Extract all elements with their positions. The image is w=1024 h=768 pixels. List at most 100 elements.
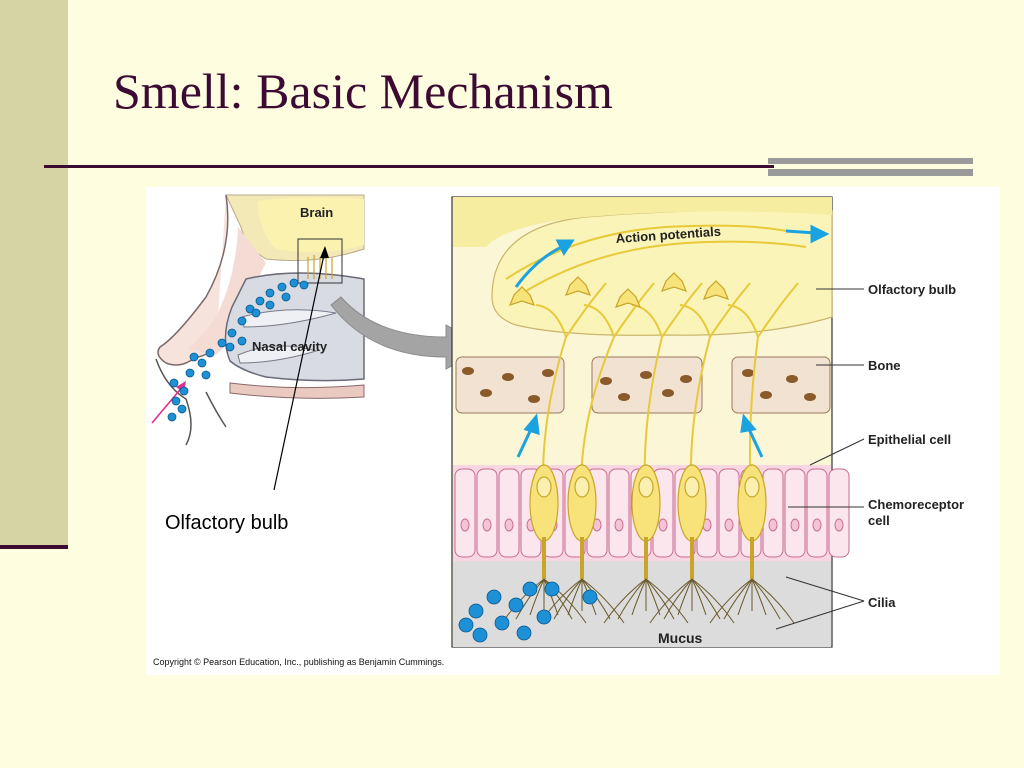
bone-pore bbox=[600, 377, 612, 385]
cilium bbox=[543, 578, 573, 620]
callout-cilia: Cilia bbox=[868, 595, 896, 610]
bone-pore bbox=[618, 393, 630, 401]
odorant-molecules-nose bbox=[167, 278, 309, 422]
epithelial-nucleus bbox=[614, 518, 624, 532]
chemoreceptor-nucleus bbox=[684, 476, 700, 498]
bone-pore bbox=[502, 373, 514, 381]
cilium bbox=[677, 578, 693, 616]
callout-lines bbox=[775, 288, 865, 630]
face-tissue bbox=[188, 227, 266, 355]
copyright-notice: Copyright © Pearson Education, Inc., pub… bbox=[153, 657, 445, 667]
lower-lip bbox=[205, 391, 227, 428]
bone-pore bbox=[480, 389, 492, 397]
cilium bbox=[751, 578, 767, 616]
callout-chemoreceptor-line2: cell bbox=[868, 513, 890, 528]
head-cross-section: Brain Nasal cavity bbox=[151, 194, 365, 446]
cilium bbox=[543, 578, 559, 616]
chemoreceptor-cells bbox=[508, 272, 767, 579]
left-accent-line bbox=[0, 545, 68, 549]
mitral-cell bbox=[508, 286, 536, 306]
label-brain: Brain bbox=[300, 205, 333, 220]
cilium bbox=[581, 578, 625, 624]
brain-surface bbox=[258, 197, 364, 253]
epithelial-nucleus bbox=[482, 518, 492, 532]
odorant-molecules-mucus bbox=[458, 581, 598, 643]
bone-pore bbox=[760, 391, 772, 399]
cilium bbox=[691, 578, 721, 620]
epithelial-cell bbox=[806, 468, 828, 558]
cilium bbox=[649, 578, 693, 624]
annotation-pointer-line bbox=[273, 249, 326, 491]
epithelial-cell bbox=[476, 468, 498, 558]
bulb-output-tract bbox=[525, 240, 807, 292]
cilium bbox=[645, 578, 661, 616]
cilium bbox=[663, 578, 693, 620]
epithelial-nucleus bbox=[504, 518, 514, 532]
bone-pore bbox=[742, 369, 754, 377]
callout-epithelial-cell: Epithelial cell bbox=[868, 432, 951, 447]
bone-pore bbox=[462, 367, 474, 375]
bone-pore bbox=[528, 395, 540, 403]
cilium bbox=[515, 578, 545, 620]
olfactory-bulb-annotation: Olfactory bulb bbox=[165, 512, 289, 534]
cilium bbox=[709, 578, 753, 624]
cilium bbox=[723, 578, 753, 620]
turbinate-lower bbox=[237, 345, 318, 364]
mitral-cell bbox=[660, 272, 688, 292]
label-nasal-cavity: Nasal cavity bbox=[252, 339, 328, 354]
cilia-strands bbox=[501, 578, 795, 624]
cilium bbox=[737, 578, 753, 616]
title-double-bar bbox=[768, 158, 973, 176]
slide-title: Smell: Basic Mechanism bbox=[113, 63, 613, 119]
label-action-potentials: Action potentials bbox=[615, 224, 721, 246]
chemoreceptor-nucleus bbox=[536, 476, 552, 498]
cilium bbox=[529, 578, 545, 616]
epithelial-cell bbox=[608, 468, 630, 558]
palate bbox=[229, 382, 365, 399]
cilium bbox=[691, 578, 707, 616]
magnify-arrow bbox=[330, 296, 488, 370]
callout-olfactory-bulb: Olfactory bulb bbox=[868, 282, 956, 297]
chemoreceptor-nucleus bbox=[574, 476, 590, 498]
cilium bbox=[567, 578, 583, 616]
bulb-dendrite bbox=[613, 282, 655, 338]
olfactory-inset-box bbox=[297, 238, 343, 284]
detail-view: Action potentials Mucus bbox=[451, 196, 850, 648]
epithelial-nucleus bbox=[790, 518, 800, 532]
signal-arrows bbox=[514, 224, 830, 458]
cilium bbox=[751, 578, 781, 620]
bulb-dendrite bbox=[757, 282, 799, 338]
bulb-dendrite bbox=[709, 282, 751, 338]
title-underline bbox=[44, 165, 774, 168]
epithelial-cell bbox=[454, 468, 476, 558]
smell-mechanism-figure: Brain Nasal cavity bbox=[146, 187, 1000, 675]
mitral-cell bbox=[614, 288, 642, 308]
left-accent-band bbox=[0, 0, 68, 545]
epithelial-nucleus bbox=[724, 518, 734, 532]
epithelial-nucleus bbox=[834, 518, 844, 532]
mitral-cell bbox=[702, 280, 730, 300]
cilium bbox=[645, 578, 675, 620]
bulb-dendrite bbox=[565, 282, 607, 338]
bone-pore bbox=[680, 375, 692, 383]
bone-pore bbox=[804, 393, 816, 401]
label-mucus: Mucus bbox=[658, 630, 703, 646]
epithelial-nucleus bbox=[812, 518, 822, 532]
epithelial-cell bbox=[498, 468, 520, 558]
olfactory-bulb-top bbox=[453, 197, 832, 247]
annotation-pointer-head bbox=[320, 246, 329, 258]
turbinate-upper bbox=[241, 309, 337, 328]
bone-pores bbox=[462, 367, 816, 403]
cilium bbox=[603, 578, 647, 624]
bone-pore bbox=[640, 371, 652, 379]
cilium bbox=[751, 578, 795, 624]
epithelial-cell bbox=[828, 468, 850, 558]
cilium bbox=[631, 578, 647, 616]
mitral-cell bbox=[564, 276, 592, 296]
nostril bbox=[155, 358, 192, 446]
epithelial-nucleus bbox=[460, 518, 470, 532]
cilium bbox=[691, 578, 735, 624]
bone-pore bbox=[786, 375, 798, 383]
cilium bbox=[617, 578, 647, 620]
